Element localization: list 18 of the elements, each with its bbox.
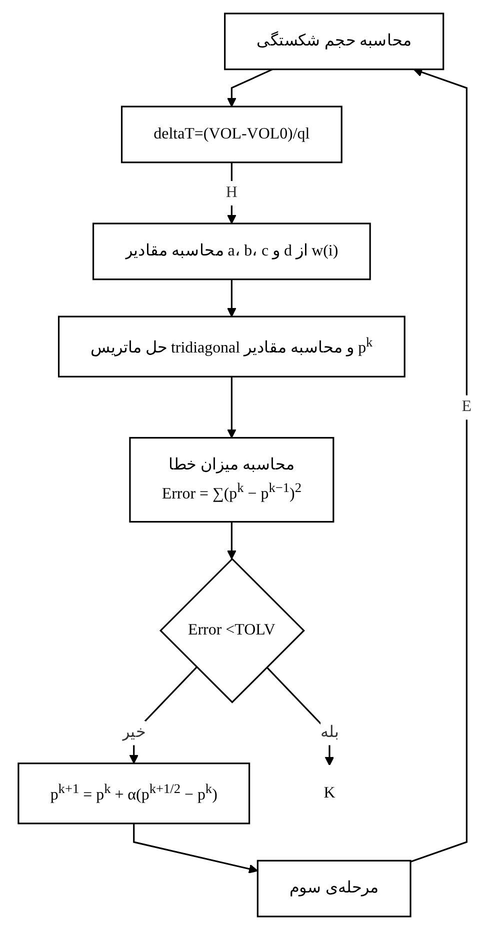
arrow bbox=[227, 376, 236, 438]
arrow bbox=[410, 68, 468, 863]
node-diamond: Error <TOLV bbox=[159, 558, 305, 704]
arrow bbox=[266, 666, 334, 766]
node-box: مرحله‌ی سوم bbox=[256, 860, 412, 918]
arrow bbox=[129, 666, 198, 764]
node-box: p$^{k+1}$ = p$^{k}$ + α(p$^{k+1/2}$ − p$^{k}$) bbox=[18, 762, 250, 824]
arrow bbox=[227, 279, 236, 317]
node-box: deltaT=(VOL-VOL0)/ql bbox=[120, 106, 342, 164]
arrow bbox=[227, 68, 273, 107]
arrow bbox=[133, 823, 258, 874]
arrow bbox=[227, 162, 236, 224]
edge-label: بله bbox=[320, 724, 339, 742]
edge-label: H bbox=[226, 184, 238, 202]
arrow bbox=[227, 522, 236, 560]
node-box: محاسبه حجم شکستگی bbox=[224, 12, 444, 70]
node-text: K bbox=[324, 784, 336, 802]
edge-label: E bbox=[462, 398, 472, 416]
